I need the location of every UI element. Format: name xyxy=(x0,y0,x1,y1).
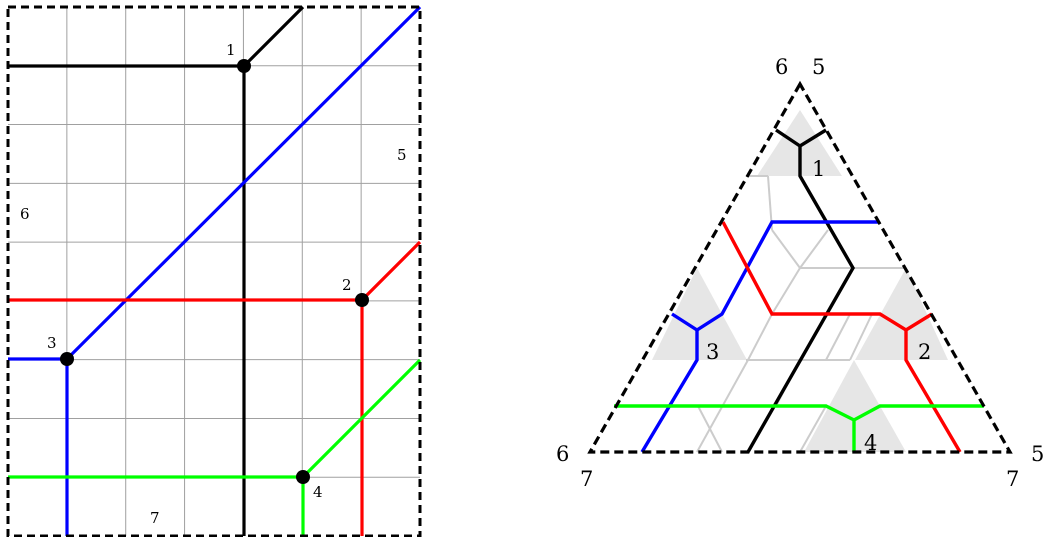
point-4 xyxy=(296,470,310,484)
shade-triangle-2 xyxy=(855,268,948,360)
point-1 xyxy=(237,59,251,73)
corner-label-top-left: 6 xyxy=(775,55,788,79)
right-blue-tree xyxy=(640,220,878,453)
corner-label-bottom-right-lower: 7 xyxy=(1006,467,1019,491)
point-3 xyxy=(60,352,74,366)
left-point-label-3: 3 xyxy=(47,334,57,352)
point-2 xyxy=(355,293,369,307)
corner-label-bottom-left-upper: 6 xyxy=(556,442,569,466)
shade-triangle-1 xyxy=(757,110,842,176)
right-point-label-2: 2 xyxy=(918,340,931,364)
left-dashed-border xyxy=(6,5,422,537)
right-dashed-triangle xyxy=(587,80,1013,454)
shade-triangle-3 xyxy=(652,268,747,360)
right-diagram: 1 2 3 4 6 5 6 7 5 7 xyxy=(556,55,1044,491)
left-point-label-1: 1 xyxy=(226,41,236,59)
left-black-curve xyxy=(8,5,305,68)
corner-label-bottom-right-upper: 5 xyxy=(1031,442,1044,466)
left-region-label-6: 6 xyxy=(20,205,30,223)
left-red-curve xyxy=(8,240,422,302)
right-green-tree xyxy=(614,404,984,452)
left-grid xyxy=(8,7,420,536)
left-region-label-7: 7 xyxy=(150,509,160,527)
right-point-label-3: 3 xyxy=(706,340,719,364)
left-region-label-5: 5 xyxy=(397,146,407,164)
right-red-tree xyxy=(721,221,962,453)
left-point-label-4: 4 xyxy=(313,483,323,501)
corner-label-top-right: 5 xyxy=(812,55,825,79)
left-point-label-2: 2 xyxy=(342,276,352,294)
left-blue-curve xyxy=(8,357,69,536)
shade-triangle-4 xyxy=(804,360,906,452)
right-point-label-1: 1 xyxy=(812,157,825,181)
left-diagram: 1 2 3 4 6 5 7 xyxy=(6,5,422,537)
right-point-label-4: 4 xyxy=(864,431,877,455)
corner-label-bottom-left-lower: 7 xyxy=(580,467,593,491)
